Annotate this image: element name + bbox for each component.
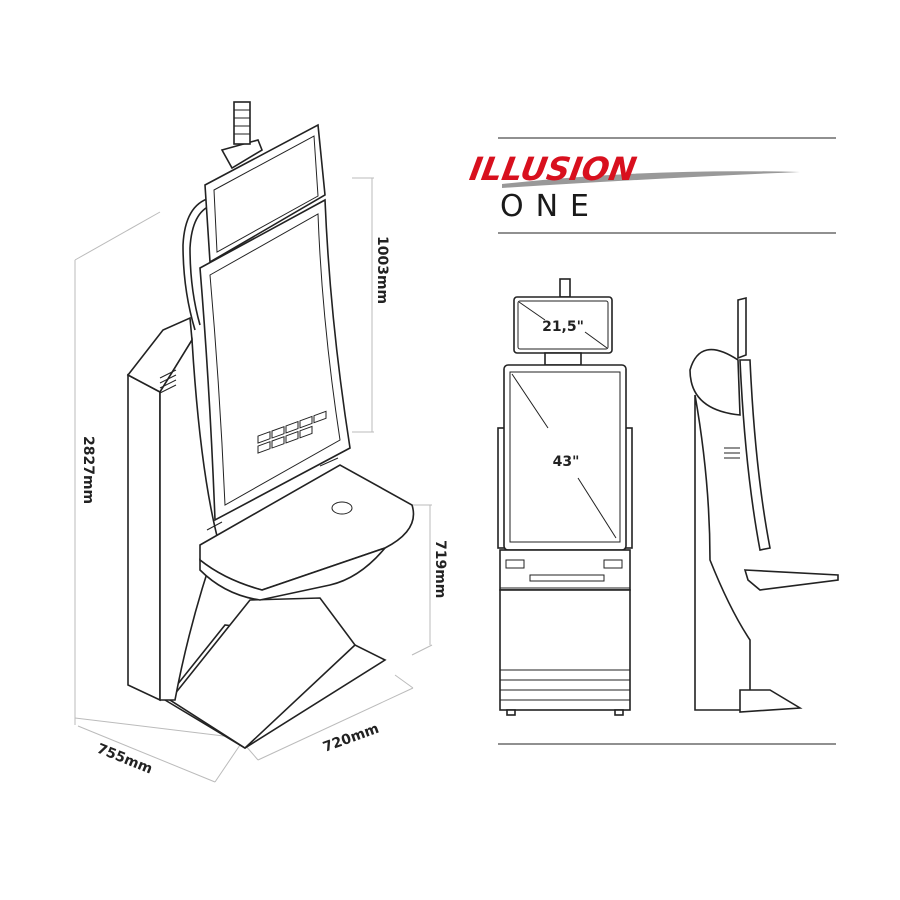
main-screen-panel (209, 213, 341, 506)
dim-total-height: 2827mm (80, 436, 96, 504)
side-stand (739, 689, 803, 713)
dim-depth: 755mm (95, 741, 155, 778)
button-panel (257, 410, 353, 515)
side-deck (743, 569, 839, 591)
dimension-guides (74, 177, 433, 783)
front-main-screen-size: 43" (553, 454, 580, 470)
side-body (694, 394, 751, 711)
top-screen-panel (213, 135, 319, 253)
dim-width: 720mm (321, 721, 381, 756)
side-top-screen (737, 296, 747, 360)
main-screen-frame (199, 198, 351, 522)
front-top-screen-size: 21,5" (542, 319, 584, 335)
dim-deck-height: 719mm (432, 540, 448, 598)
top-screen-frame (204, 123, 326, 264)
deck-front (199, 546, 388, 601)
logo-name-bottom: ONE (500, 189, 601, 224)
front-view: 21,5" 43" (497, 278, 633, 716)
front-beacon (559, 278, 571, 298)
side-arm-inner (189, 204, 213, 326)
stand-column (168, 597, 357, 750)
vent-grille (159, 369, 177, 394)
side-vent (724, 447, 740, 459)
dim-screen-height: 1003mm (374, 236, 390, 304)
side-dome (689, 348, 741, 416)
logo-name-top: ILLUSION (467, 150, 639, 188)
front-deck (499, 549, 631, 591)
beacon-lamp (220, 101, 263, 170)
cabinet-side (126, 316, 193, 394)
side-curved-screen (739, 359, 771, 551)
front-lower-cabinet (499, 589, 631, 711)
side-arm (182, 197, 211, 331)
side-view (689, 296, 839, 713)
brand-logo: ILLUSION ONE (467, 137, 836, 234)
back-cabinet (127, 373, 161, 702)
logo-swoosh (502, 171, 800, 188)
isometric-view: 1003mm 2827mm 719mm 755mm 720mm (74, 101, 448, 783)
